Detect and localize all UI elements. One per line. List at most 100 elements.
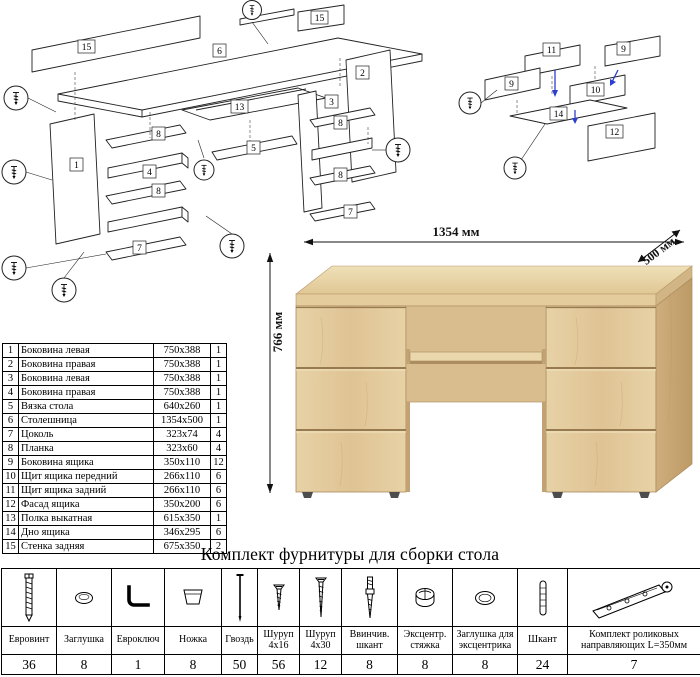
part-back-panel xyxy=(31,15,201,73)
part-number-label: 8 xyxy=(151,126,166,141)
part-name: Столешница xyxy=(18,413,154,428)
part-num: 4 xyxy=(2,385,19,400)
svg-text:1: 1 xyxy=(74,161,79,171)
part-size: 1354x500 xyxy=(153,413,211,428)
fastener-callout xyxy=(385,137,411,163)
svg-text:4: 4 xyxy=(147,168,152,178)
part-number-labels: 15 6 15 2 1 8 4 8 7 13 3 8 8 7 5 xyxy=(69,10,370,255)
desk-top-front-edge xyxy=(295,293,657,307)
hardware-item-qty: 12 xyxy=(313,656,328,672)
part-number-label: 14 xyxy=(549,106,568,121)
part-num: 12 xyxy=(2,497,19,512)
part-name: Фасад ящика xyxy=(18,497,154,512)
part-number-label: 2 xyxy=(355,65,370,80)
height-dimension-label: 766 мм xyxy=(270,312,285,353)
part-num: 2 xyxy=(2,357,19,372)
svg-text:8: 8 xyxy=(156,130,161,140)
svg-text:13: 13 xyxy=(235,103,245,113)
hardware-item-qty: 8 xyxy=(366,656,373,672)
fastener-callout xyxy=(503,156,527,180)
hardware-item-qty: 56 xyxy=(271,656,286,672)
left-pedestal xyxy=(295,305,407,493)
part-drawer-front xyxy=(107,206,183,233)
desk-feet xyxy=(302,492,650,498)
hardware-item-name: Евроключ xyxy=(112,627,164,655)
part-qty: 6 xyxy=(210,469,227,484)
hardware-item-qty: 50 xyxy=(232,656,247,672)
fastener-callouts xyxy=(1,0,411,303)
part-size: 750x388 xyxy=(153,371,211,386)
svg-text:5: 5 xyxy=(251,144,256,154)
part-num: 5 xyxy=(2,399,19,414)
depth-dimension-label: 500 мм xyxy=(639,234,677,268)
part-name: Боковина ящика xyxy=(18,455,154,470)
part-num: 13 xyxy=(2,511,19,526)
desk-top-surface xyxy=(295,265,693,295)
svg-text:14: 14 xyxy=(554,110,564,120)
fastener-callout xyxy=(193,159,215,181)
part-number-label: 9 xyxy=(504,76,519,91)
keyboard-tray xyxy=(409,351,543,362)
part-qty: 1 xyxy=(210,413,227,428)
part-qty: 2 xyxy=(210,539,227,554)
hardware-item-qty: 8 xyxy=(481,656,489,672)
hardware-item-name: Шуруп 4x16 xyxy=(258,627,299,655)
part-qty: 1 xyxy=(210,511,227,526)
cam-cover-icon xyxy=(453,569,517,627)
hardware-item-qty: 36 xyxy=(22,656,36,672)
hardware-item-qty: 8 xyxy=(421,656,429,672)
part-name: Планка xyxy=(18,441,154,456)
part-num: 14 xyxy=(2,525,19,540)
part-drawer-front xyxy=(311,137,373,161)
inner-side-left xyxy=(406,402,410,492)
hardware-item-name: Комплект роликовых направляющих L=350мм xyxy=(568,627,700,655)
fastener-callouts xyxy=(458,91,527,180)
part-name: Боковина левая xyxy=(18,371,154,386)
part-name: Дно ящика xyxy=(18,525,154,540)
part-number-label: 8 xyxy=(151,183,166,198)
hardware-item-name: Заглушка xyxy=(57,627,111,655)
part-number-label: 10 xyxy=(586,82,605,97)
hardware-item-name: Эксцентр. стяжка xyxy=(398,627,452,655)
inner-side-right xyxy=(542,402,546,492)
part-number-label: 15 xyxy=(310,10,329,25)
part-name: Боковина правая xyxy=(18,385,154,400)
drawer-exploded-diagram: 11 9 9 10 14 12 xyxy=(458,35,661,180)
svg-text:10: 10 xyxy=(591,86,601,96)
part-side-panel-left xyxy=(49,113,101,245)
svg-text:8: 8 xyxy=(338,171,343,181)
width-dimension-label: 1354 мм xyxy=(433,224,480,239)
part-number-label: 9 xyxy=(616,41,631,56)
part-number-label: 7 xyxy=(132,240,147,255)
part-number-label: 15 xyxy=(77,39,96,54)
part-size: 346x295 xyxy=(153,525,211,540)
svg-text:8: 8 xyxy=(338,119,343,129)
svg-text:7: 7 xyxy=(348,208,353,218)
part-name: Боковина левая xyxy=(18,343,154,358)
insertion-arrows xyxy=(552,69,619,124)
part-num: 6 xyxy=(2,413,19,428)
part-qty: 12 xyxy=(210,455,227,470)
part-size: 640x260 xyxy=(153,399,211,414)
svg-text:9: 9 xyxy=(509,80,514,90)
euro-screw-icon xyxy=(2,569,56,627)
hardware-item-name: Шкант xyxy=(518,627,567,655)
foot-icon xyxy=(165,569,221,627)
part-num: 3 xyxy=(2,371,19,386)
hardware-item-name: Евровинт xyxy=(2,627,56,655)
fastener-callout xyxy=(219,233,245,259)
part-number-label: 5 xyxy=(246,140,261,155)
hardware-item-name: Шуруп 4x30 xyxy=(300,627,341,655)
